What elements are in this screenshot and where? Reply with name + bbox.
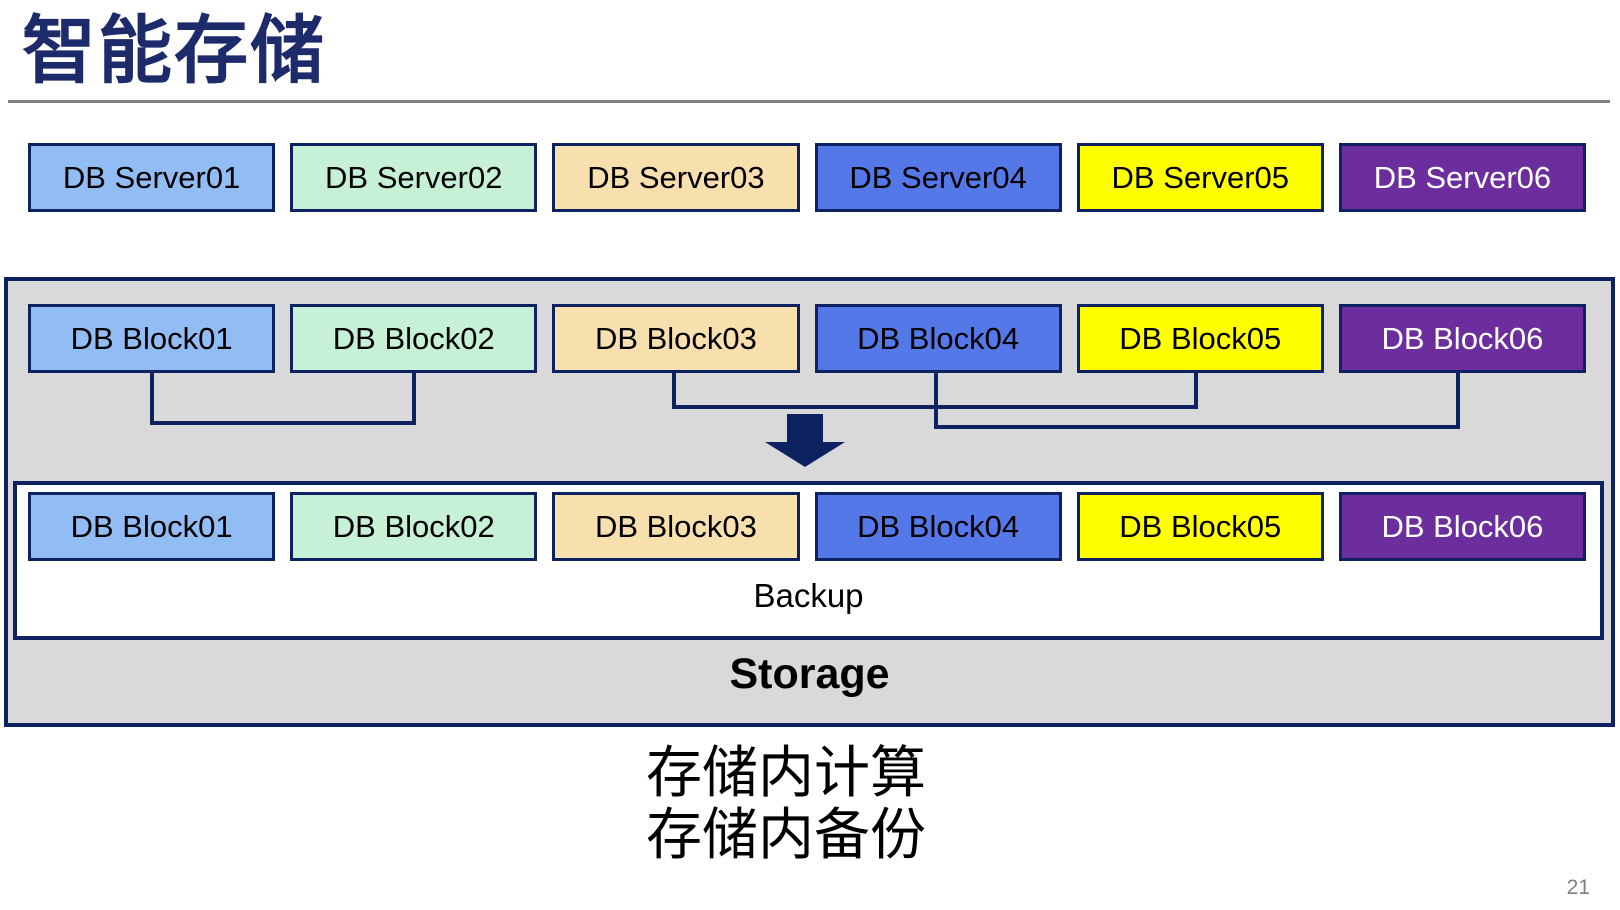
connector-block04-block06 — [934, 372, 1460, 429]
db-block-top-01: DB Block01 — [28, 304, 276, 373]
backup-box: DB Block01 DB Block02 DB Block03 DB Bloc… — [13, 481, 1604, 640]
storage-container: DB Block01 DB Block02 DB Block03 DB Bloc… — [4, 277, 1615, 727]
db-block-top-02: DB Block02 — [290, 304, 538, 373]
slide-title: 智能存储 — [22, 9, 326, 92]
db-block-backup-01: DB Block01 — [28, 492, 276, 561]
db-server-box-03: DB Server03 — [552, 143, 800, 212]
db-server-row: DB Server01 DB Server02 DB Server03 DB S… — [28, 143, 1587, 212]
db-server-box-02: DB Server02 — [290, 143, 538, 212]
caption-line-1: 存储内计算 — [646, 741, 926, 804]
backup-label: Backup — [753, 577, 864, 614]
captions: 存储内计算 存储内备份 — [0, 742, 1572, 866]
db-server-box-04: DB Server04 — [814, 143, 1062, 212]
caption-line-2: 存储内备份 — [646, 803, 926, 866]
connector-block01-block02 — [150, 372, 416, 425]
storage-label: Storage — [729, 650, 890, 698]
title-underline — [8, 100, 1610, 103]
db-block-backup-06: DB Block06 — [1338, 492, 1587, 561]
db-server-box-06: DB Server06 — [1338, 143, 1587, 212]
db-block-backup-04: DB Block04 — [814, 492, 1062, 561]
db-block-backup-05: DB Block05 — [1076, 492, 1324, 561]
db-server-box-05: DB Server05 — [1076, 143, 1324, 212]
down-arrow-icon — [765, 414, 845, 467]
db-block-top-06: DB Block06 — [1338, 304, 1587, 373]
db-block-row-backup: DB Block01 DB Block02 DB Block03 DB Bloc… — [28, 492, 1587, 561]
db-block-top-04: DB Block04 — [814, 304, 1062, 373]
page-number: 21 — [1566, 876, 1590, 899]
connector-block03-block05 — [672, 372, 1198, 409]
db-block-backup-02: DB Block02 — [290, 492, 538, 561]
db-block-top-05: DB Block05 — [1076, 304, 1324, 373]
db-block-row-top: DB Block01 DB Block02 DB Block03 DB Bloc… — [28, 304, 1587, 373]
db-block-backup-03: DB Block03 — [552, 492, 800, 561]
db-server-box-01: DB Server01 — [28, 143, 276, 212]
db-block-top-03: DB Block03 — [552, 304, 800, 373]
